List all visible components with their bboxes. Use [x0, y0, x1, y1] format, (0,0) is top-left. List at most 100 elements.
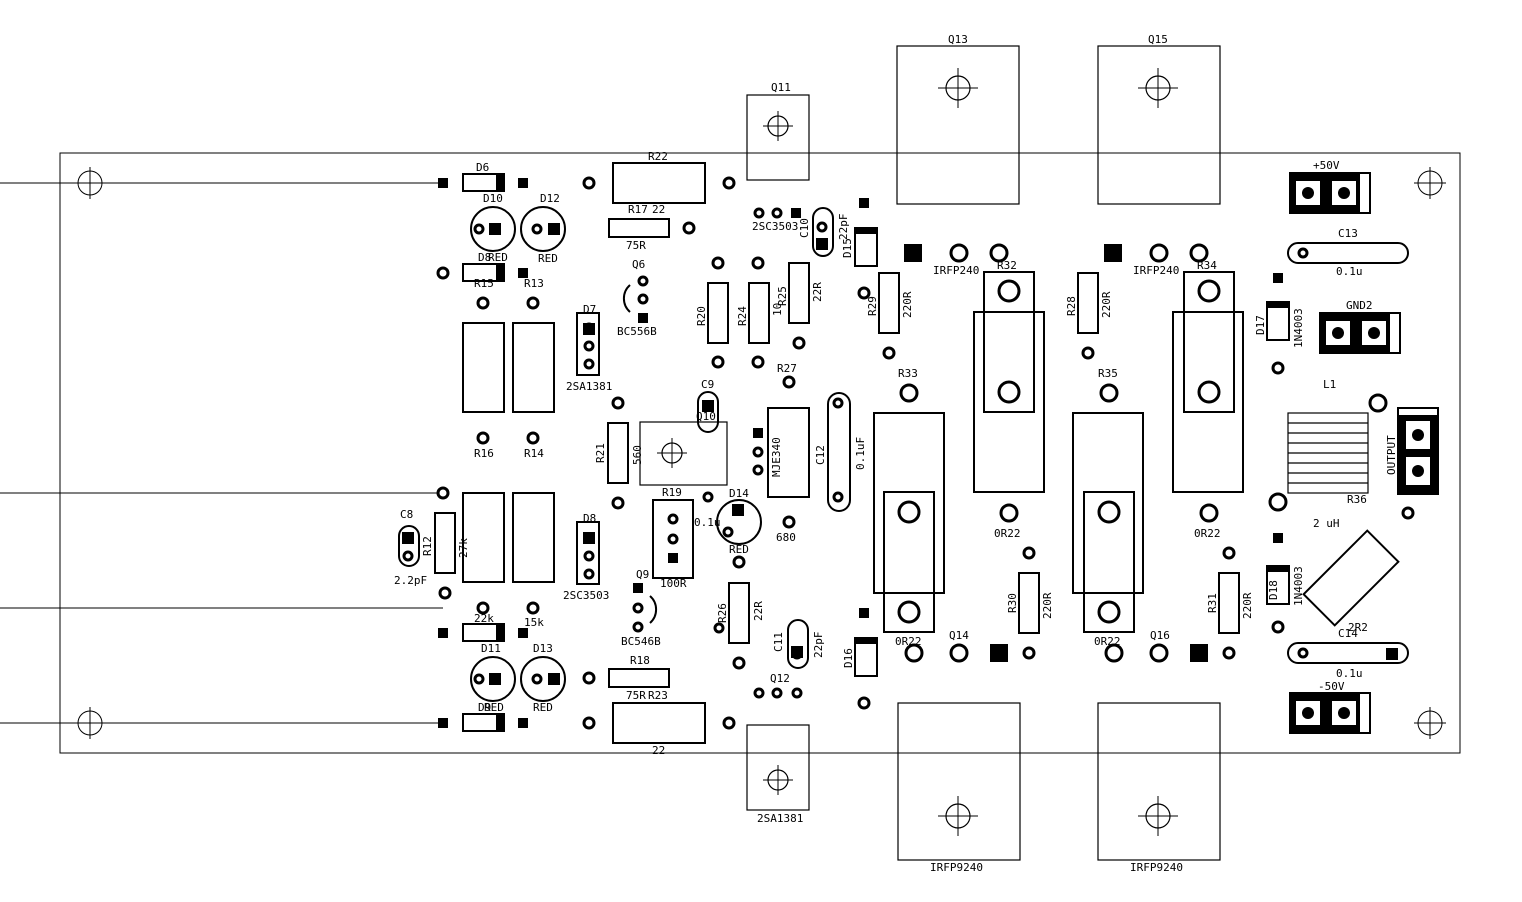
- label-q6-type: BC556B: [617, 325, 657, 338]
- label-r33-value: 0R22: [895, 635, 922, 648]
- label-r27: R27: [777, 362, 797, 375]
- label-q15-type: IRFP240: [1133, 264, 1179, 277]
- label-r12-value: 27k: [457, 538, 470, 558]
- label-r35: R35: [1098, 367, 1118, 380]
- label-l1: L1: [1323, 378, 1336, 391]
- label-r24-value: 10: [771, 303, 784, 316]
- label-r30-value: 220R: [1041, 592, 1054, 619]
- label-d8-type: 2SC3503: [563, 589, 609, 602]
- label-r18-value: 75R: [626, 689, 646, 702]
- label-d8: D8: [478, 251, 491, 264]
- q15-footprint: [1097, 45, 1221, 205]
- label-c13-value: 0.1u: [1336, 265, 1363, 278]
- label-r19-value: 100R: [660, 577, 687, 590]
- round-pads: [402, 176, 1415, 730]
- label-d8-transistor: D8: [583, 512, 596, 525]
- label-q10-type: MJE340: [770, 437, 783, 477]
- label-r36: R36: [1347, 493, 1367, 506]
- leds: [470, 206, 762, 702]
- r35-mosfet-package: [1072, 412, 1144, 633]
- label-l1-value: 2 uH: [1313, 517, 1340, 530]
- label-q12: Q12: [770, 672, 790, 685]
- resistor-outlines: [434, 162, 1240, 744]
- label-d15: D15: [841, 238, 854, 258]
- label-r24: R24: [736, 306, 749, 326]
- label-r34-value: 0R22: [1194, 527, 1221, 540]
- label-r16-value: 22k: [474, 612, 494, 625]
- label-r31: R31: [1206, 593, 1219, 613]
- label-r21-value: 560: [631, 445, 644, 465]
- label-r23: R23: [648, 689, 668, 702]
- label-d17-type: 1N4003: [1292, 308, 1305, 348]
- label-r21: R21: [594, 443, 607, 463]
- label-q6: Q6: [632, 258, 645, 271]
- label-c8-value: 2.2pF: [394, 574, 427, 587]
- label-r29: R29: [866, 296, 879, 316]
- label-r30: R30: [1006, 593, 1019, 613]
- label-r35-value: 0R22: [1094, 635, 1121, 648]
- label-r32-value: 0R22: [994, 527, 1021, 540]
- label-r17: R17: [628, 203, 648, 216]
- label-q13: Q13: [948, 33, 968, 46]
- label-r23-value: 22: [652, 744, 665, 757]
- label-q15: Q15: [1148, 33, 1168, 46]
- label-r28: R28: [1065, 296, 1078, 316]
- label-r34: R34: [1197, 259, 1217, 272]
- label-d13-color: RED: [533, 701, 553, 714]
- label-q14: Q14: [949, 629, 969, 642]
- label-c9-value: 0.1u: [694, 516, 721, 529]
- label-d12-color: RED: [538, 252, 558, 265]
- label-c11-value: 22pF: [812, 632, 825, 659]
- square-pads[interactable]: [402, 178, 1398, 728]
- label-r19: R19: [662, 486, 682, 499]
- label-r14: R14: [524, 447, 544, 460]
- label-r26: R26: [716, 603, 729, 623]
- board-outline: [59, 152, 1461, 754]
- label-c12: C12: [814, 445, 827, 465]
- component-labels: D6 R22 Q11 Q13 Q15 +50V D10 D12 D8 RED R…: [394, 33, 1398, 874]
- label-d11: D11: [481, 642, 501, 655]
- label-q12-type: 2SA1381: [757, 812, 803, 825]
- label-q13-type: IRFP240: [933, 264, 979, 277]
- label-r26-value: 22R: [752, 601, 765, 621]
- label-c10: C10: [798, 218, 811, 238]
- label-c9: C9: [701, 378, 714, 391]
- label-r20: R20: [695, 306, 708, 326]
- label-r16: R16: [474, 447, 494, 460]
- label-d17: D17: [1254, 315, 1267, 335]
- label-d10: D10: [483, 192, 503, 205]
- label-r29-value: 220R: [901, 291, 914, 318]
- label-q11: Q11: [771, 81, 791, 94]
- label-r25: R25: [776, 286, 789, 306]
- label-r22: R22: [648, 150, 668, 163]
- q13-footprint: [896, 45, 1020, 205]
- label-q16-type: IRFP9240: [1130, 861, 1183, 874]
- label-r31-value: 220R: [1241, 592, 1254, 619]
- label-d6: D6: [476, 161, 489, 174]
- label-q11-type: 2SC3503: [752, 220, 798, 233]
- label-r32: R32: [997, 259, 1017, 272]
- label-c8: C8: [400, 508, 413, 521]
- label-r22-value: 22: [652, 203, 665, 216]
- label-c14: C14: [1338, 627, 1358, 640]
- label-q9: Q9: [636, 568, 649, 581]
- label-c11: C11: [772, 632, 785, 652]
- label-d11-color: RED: [484, 701, 504, 714]
- label-d14: D14: [729, 487, 749, 500]
- label-r14-value: 15k: [524, 616, 544, 629]
- label-q14-type: IRFP9240: [930, 861, 983, 874]
- mounting-hole: [74, 167, 1446, 739]
- label-d13: D13: [533, 642, 553, 655]
- label-r15: R15: [474, 277, 494, 290]
- label-c13: C13: [1338, 227, 1358, 240]
- label-d9: D9: [478, 701, 491, 714]
- label-d18: D18: [1267, 580, 1280, 600]
- label-r27-value: 680: [776, 531, 796, 544]
- label-c10-value: 22pF: [837, 214, 850, 241]
- r33-mosfet-package: [873, 412, 945, 633]
- label-r12: R12: [421, 536, 434, 556]
- capacitors: [398, 207, 1409, 669]
- label-r36-value: 2R2: [1348, 621, 1368, 634]
- label-q9-type: BC546B: [621, 635, 661, 648]
